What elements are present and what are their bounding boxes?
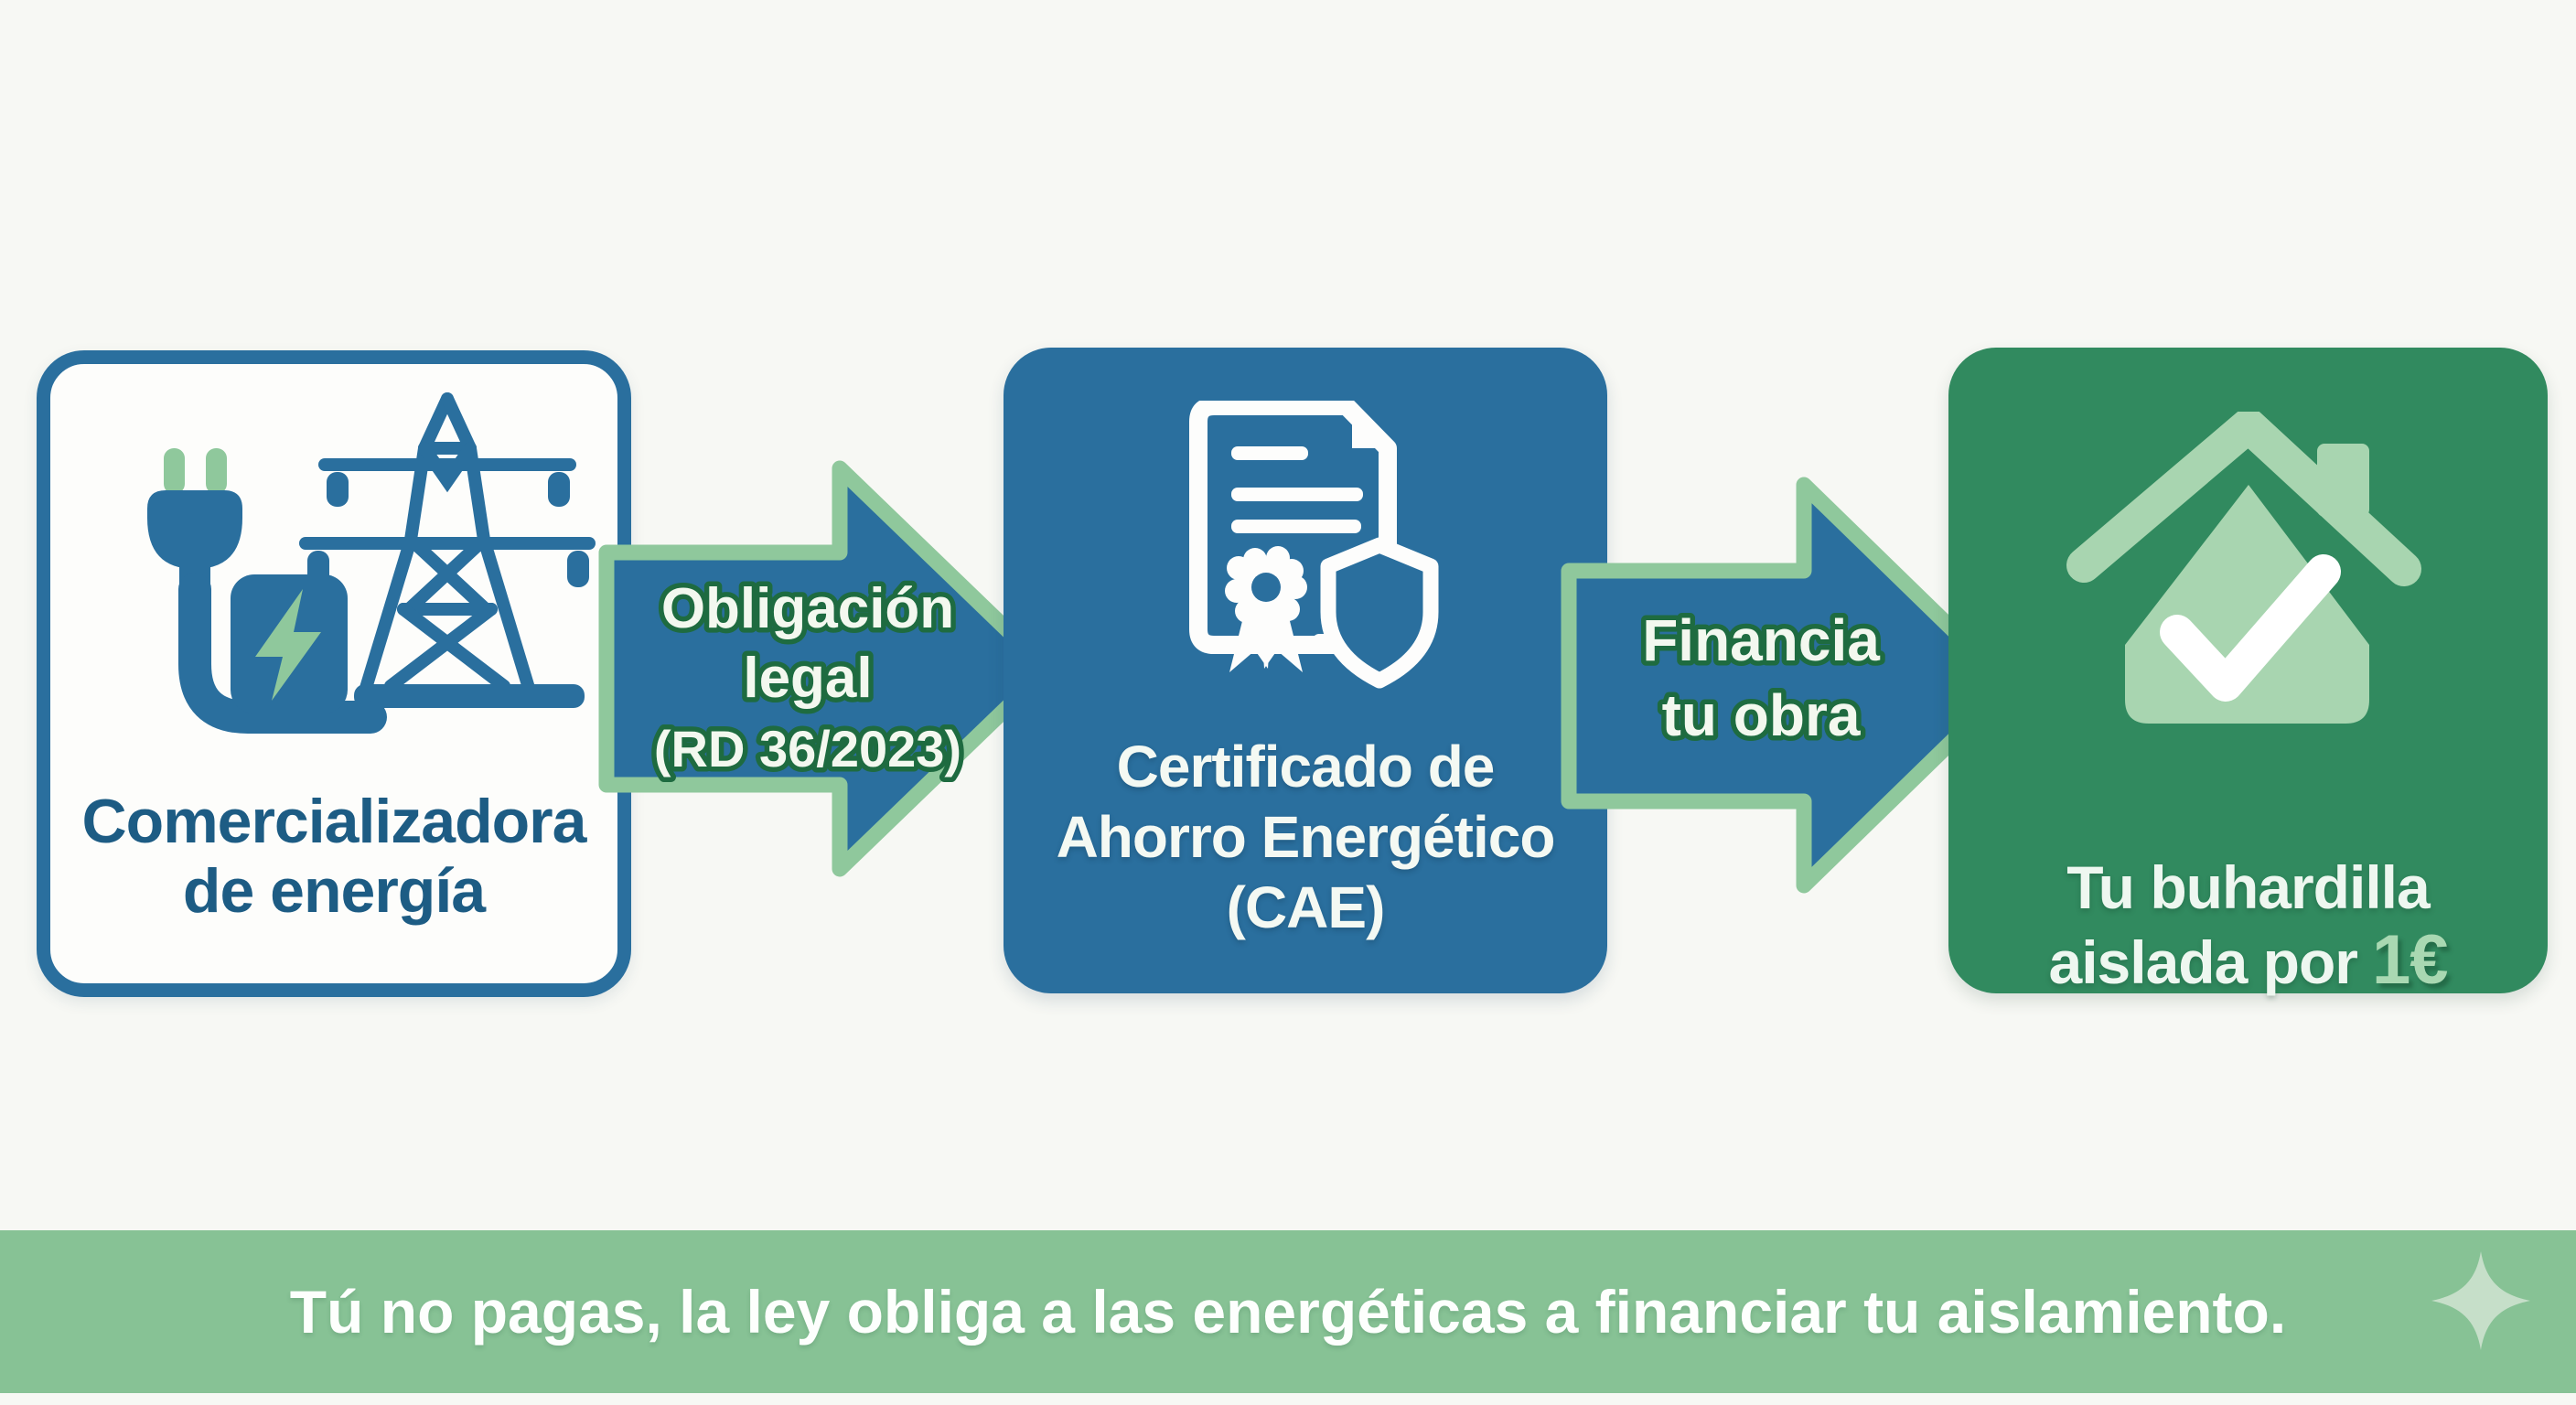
certificate-document-shield-icon [1189,401,1439,689]
box-buhardilla-label-line1: Tu buhardilla [2066,853,2430,921]
arrow-obligacion-line2: legal [743,647,872,710]
box-cae-label-line1: Certificado de [1116,734,1496,799]
bottom-banner: Tú no pagas, la ley obliga a las energét… [0,1230,2576,1393]
price-value: 1€ [2371,921,2449,999]
shield-icon [1320,537,1439,689]
award-ribbon-icon [1225,546,1307,672]
arrow-financia-line2: tu obra [1662,682,1861,748]
power-plug-icon [147,448,387,734]
arrow-right-icon [1561,477,2018,894]
arrow-obligacion-line1: Obligación [661,577,954,640]
plug-charger-transmission-tower-icon [147,392,596,734]
box-comercializadora-label-line2: de energía [182,856,486,926]
house-checkmark-icon [2066,412,2421,724]
box-cae: Certificado de Ahorro Energético (CAE) [1004,348,1607,993]
box-comercializadora: Comercializadora de energía [37,350,631,997]
box-cae-label-line3: (CAE) [1226,874,1386,940]
box-cae-label: Certificado de Ahorro Energético (CAE) [1004,732,1607,943]
arrow-financia-line1: Financia [1642,607,1880,673]
sparkle-icon [2431,1251,2530,1350]
box-cae-label-line2: Ahorro Energético [1056,804,1556,870]
arrow-obligacion-line3: (RD 36/2023) [654,720,961,778]
box-buhardilla-label-line2-prefix: aislada por [2048,928,2357,996]
checkmark-icon [2160,554,2341,702]
box-comercializadora-label-line1: Comercializadora [81,787,587,856]
transmission-tower-icon [299,392,596,703]
box-comercializadora-label: Comercializadora de energía [50,787,617,926]
arrow-financia: Financia tu obra [1561,477,2018,894]
arrow-right-icon [598,460,1056,877]
roof-icon [2066,412,2421,586]
charging-station-icon [231,574,348,713]
arrow-obligacion: Obligación legal (RD 36/2023) [598,460,1056,877]
banner-text: Tú no pagas, la ley obliga a las energét… [289,1278,2287,1346]
